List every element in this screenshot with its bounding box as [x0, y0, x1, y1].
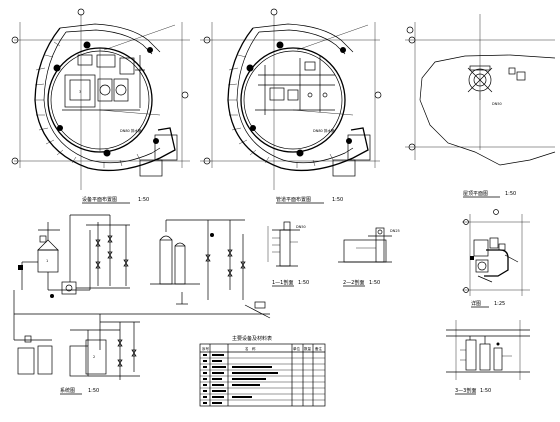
table-header-qty: 数量	[304, 346, 312, 351]
table-header-no: 序号	[202, 346, 209, 351]
plan2-caption: 管道平面布置图	[276, 196, 311, 203]
svg-text:1: 1	[46, 259, 48, 263]
section1-caption: 1—1剖面	[272, 279, 293, 286]
svg-text:2: 2	[93, 355, 95, 359]
table-header-name: 名 称	[245, 346, 256, 351]
plan1-caption: 设备平面布置图	[82, 196, 117, 203]
plan3-scale: 1:50	[505, 191, 516, 197]
table-header-unit: 单位	[293, 346, 301, 351]
section2-scale: 1:50	[369, 280, 380, 286]
svg-text:DN50: DN50	[492, 102, 502, 106]
section-1-1: DN50 1—1剖面 1:50	[267, 221, 309, 287]
svg-text:DN25: DN25	[390, 229, 400, 233]
svg-text:3: 3	[79, 90, 81, 94]
section2-caption: 2—2剖面	[343, 279, 364, 286]
system-caption: 系统图	[60, 387, 75, 394]
section1-scale: 1:50	[298, 280, 309, 286]
equipment-table: 主要设备及材料表 序号 名 称 单位 数量 备注	[199, 335, 326, 407]
plan1-scale: 1:50	[138, 197, 149, 203]
table-header-remark: 备注	[315, 346, 323, 351]
plan2-scale: 1:50	[332, 197, 343, 203]
detail-caption: 详图	[471, 300, 481, 307]
svg-text:DN50: DN50	[296, 225, 306, 229]
plan3-caption: 屋顶平面图	[463, 191, 488, 197]
section-3-3: 3—3剖面 1:50	[446, 320, 530, 395]
table-title: 主要设备及材料表	[232, 335, 272, 342]
detail-scale: 1:25	[494, 301, 505, 307]
detail-view: 详图 1:25	[462, 209, 530, 308]
plan-view-3: DN50 屋顶平面图 1:50	[405, 14, 556, 198]
section3-caption: 3—3剖面	[455, 387, 476, 394]
svg-text:DN80 排水管: DN80 排水管	[120, 128, 142, 133]
plan-view-1: 3 DN80 排水管 设备平面布置图 1:50	[11, 8, 190, 204]
system-scale: 1:50	[88, 388, 99, 394]
plan-view-2: DN80 排水管 管道平面布置图 1:50	[200, 8, 382, 204]
svg-text:DN80 排水管: DN80 排水管	[313, 128, 335, 133]
system-diagram: 1	[13, 214, 271, 395]
section3-scale: 1:50	[480, 388, 491, 394]
section-2-2: DN25 2—2剖面 1:50	[338, 227, 400, 287]
